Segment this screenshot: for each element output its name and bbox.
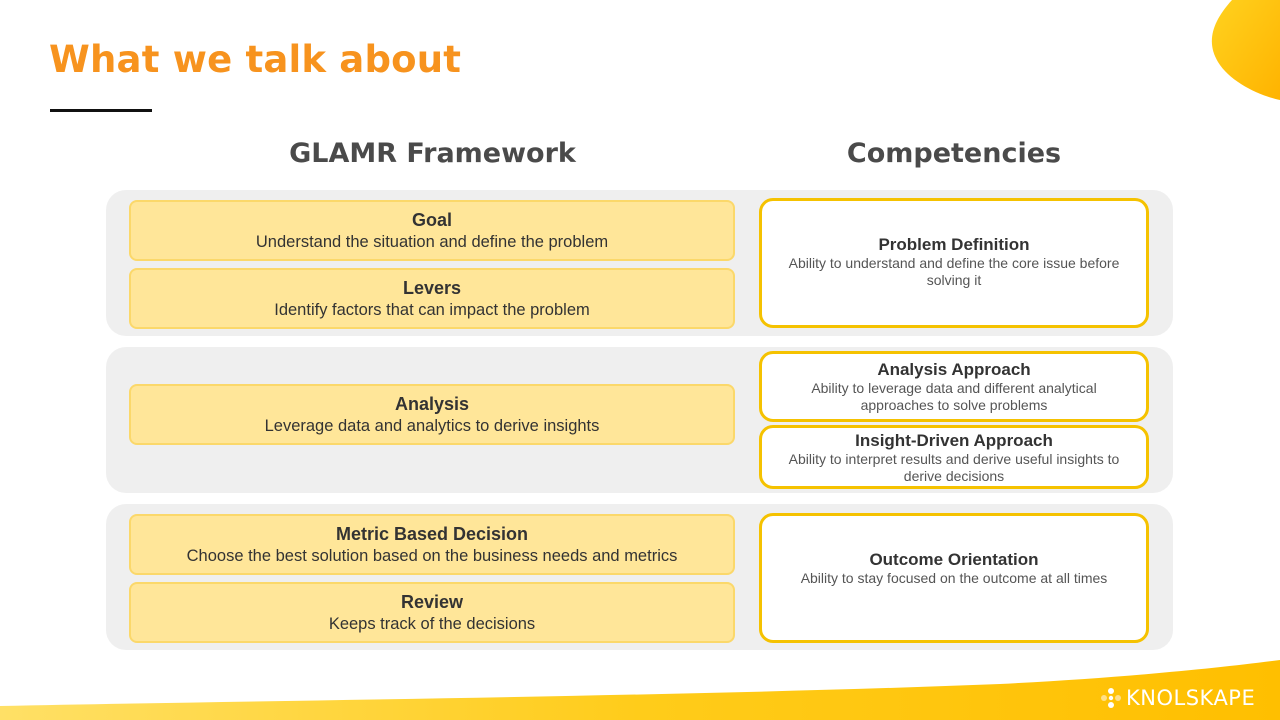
- competency-title: Analysis Approach: [877, 360, 1031, 379]
- glamr-framework-heading: GLAMR Framework: [289, 138, 576, 169]
- slide-title: What we talk about: [49, 38, 462, 81]
- competencies-heading: Competencies: [846, 138, 1062, 169]
- knolskape-logo-icon: [1101, 688, 1121, 708]
- competency-description: Ability to stay focused on the outcome a…: [800, 570, 1108, 586]
- competency-description: Ability to leverage data and different a…: [811, 380, 1097, 413]
- corner-accent-shape: [1211, 0, 1280, 100]
- stage-title: Review: [400, 591, 464, 612]
- stage-levers: Levers Identify factors that can impact …: [129, 268, 735, 329]
- stage-title: Goal: [411, 209, 452, 230]
- title-underline: [50, 109, 152, 112]
- brand-logo: KNOLSKAPE: [1100, 686, 1255, 710]
- competency-problem-definition: Problem Definition Ability to understand…: [759, 198, 1149, 328]
- competency-description: Ability to understand and define the cor…: [788, 255, 1120, 288]
- stage-title: Analysis: [394, 393, 470, 414]
- stage-goal: Goal Understand the situation and define…: [129, 200, 735, 261]
- stage-description: Keeps track of the decisions: [328, 614, 536, 633]
- stage-metric-based-decision: Metric Based Decision Choose the best so…: [129, 514, 735, 575]
- stage-description: Leverage data and analytics to derive in…: [264, 416, 600, 435]
- stage-analysis: Analysis Leverage data and analytics to …: [129, 384, 735, 445]
- competency-insight-driven-approach: Insight-Driven Approach Ability to inter…: [759, 425, 1149, 489]
- stage-review: Review Keeps track of the decisions: [129, 582, 735, 643]
- stage-description: Identify factors that can impact the pro…: [274, 300, 590, 319]
- competency-analysis-approach: Analysis Approach Ability to leverage da…: [759, 351, 1149, 422]
- brand-name: KNOLSKAPE: [1126, 686, 1256, 710]
- stage-title: Levers: [402, 277, 462, 298]
- stage-description: Choose the best solution based on the bu…: [186, 546, 678, 565]
- competency-outcome-orientation: Outcome Orientation Ability to stay focu…: [759, 513, 1149, 643]
- competency-title: Insight-Driven Approach: [855, 430, 1053, 450]
- competency-title: Problem Definition: [878, 235, 1030, 254]
- competency-title: Outcome Orientation: [869, 550, 1039, 569]
- stage-title: Metric Based Decision: [335, 523, 529, 544]
- stage-description: Understand the situation and define the …: [255, 232, 609, 251]
- competency-description: Ability to interpret results and derive …: [788, 450, 1120, 484]
- footer-wave-shape: [0, 660, 1280, 720]
